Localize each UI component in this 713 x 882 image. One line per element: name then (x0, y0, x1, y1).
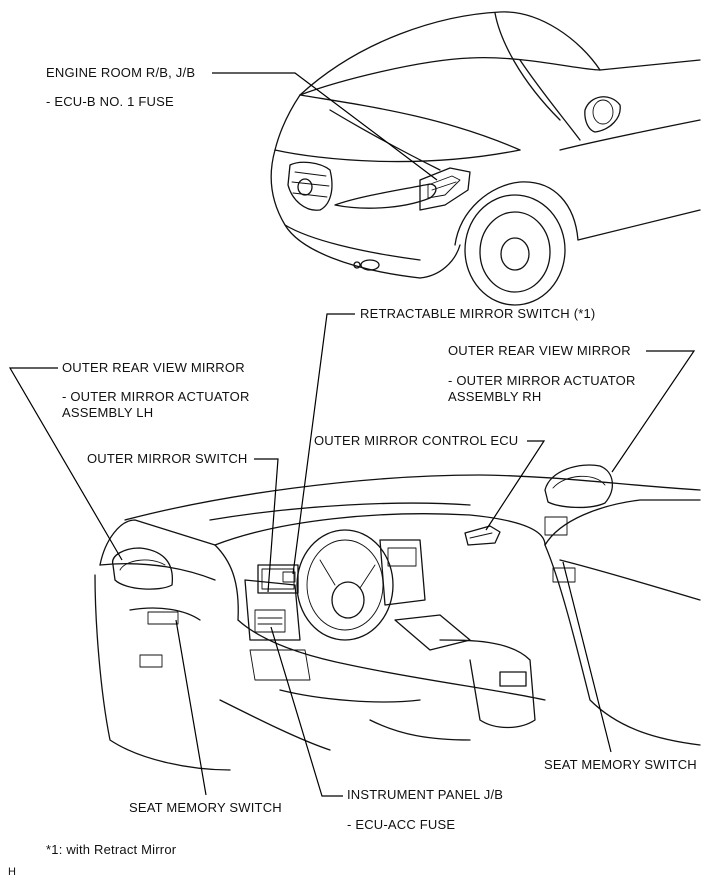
outer-mirror-control-ecu-label: OUTER MIRROR CONTROL ECU (314, 433, 519, 448)
assembly-rh-label: ASSEMBLY RH (448, 389, 542, 404)
footnote: *1: with Retract Mirror (46, 842, 177, 857)
outer-rear-view-mirror-lh-label: OUTER REAR VIEW MIRROR (62, 360, 245, 375)
seat-memory-switch-lh-label: SEAT MEMORY SWITCH (129, 800, 282, 815)
ecu-acc-fuse-label: - ECU-ACC FUSE (347, 817, 456, 832)
engine-room-sub-label: - ECU-B NO. 1 FUSE (46, 94, 174, 109)
outer-mirror-actuator-lh-label: - OUTER MIRROR ACTUATOR (62, 389, 250, 404)
retractable-mirror-switch-label: RETRACTABLE MIRROR SWITCH (*1) (360, 306, 596, 321)
instrument-panel-jb-label: INSTRUMENT PANEL J/B (347, 787, 504, 802)
assembly-lh-label: ASSEMBLY LH (62, 405, 154, 420)
outer-rear-view-mirror-rh-label: OUTER REAR VIEW MIRROR (448, 343, 631, 358)
outer-mirror-switch-label: OUTER MIRROR SWITCH (87, 451, 248, 466)
engine-room-label: ENGINE ROOM R/B, J/B (46, 65, 196, 80)
corner-mark: H (8, 866, 17, 878)
seat-memory-switch-rh-label: SEAT MEMORY SWITCH (544, 757, 697, 772)
outer-mirror-actuator-rh-label: - OUTER MIRROR ACTUATOR (448, 373, 636, 388)
